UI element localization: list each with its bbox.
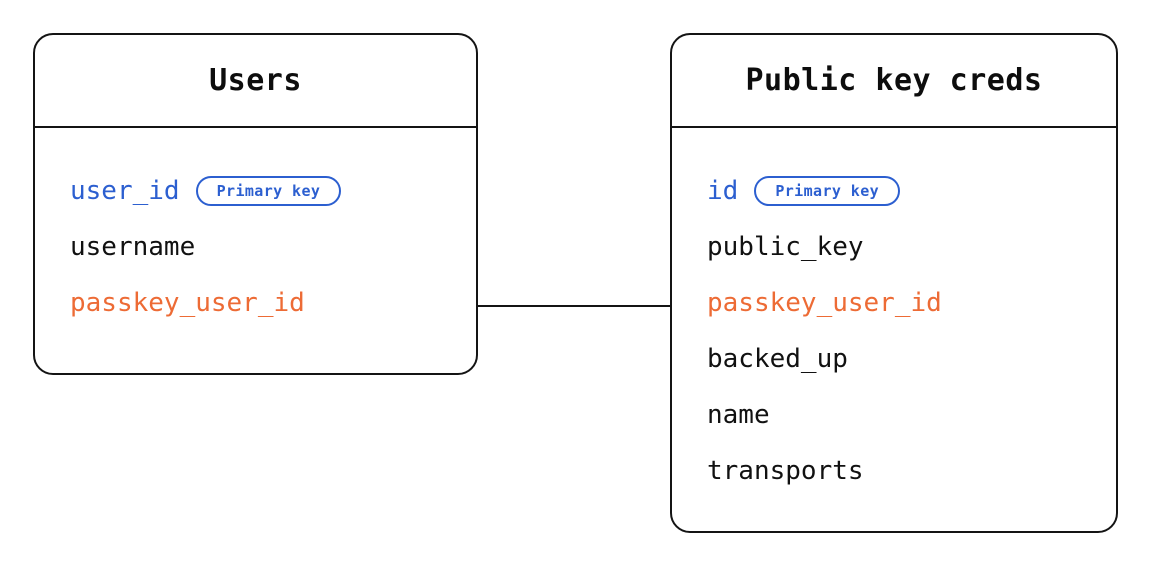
field-row-transports[interactable]: transports <box>707 443 1116 499</box>
field-row-passkey-user-id[interactable]: passkey_user_id <box>707 275 1116 331</box>
field-row-name[interactable]: name <box>707 387 1116 443</box>
entity-public-key-creds[interactable]: Public key creds id Primary key public_k… <box>670 33 1118 533</box>
field-row-user-id[interactable]: user_id Primary key <box>70 163 476 219</box>
entity-public-key-creds-title: Public key creds <box>745 62 1043 98</box>
field-row-username[interactable]: username <box>70 219 476 275</box>
primary-key-badge: Primary key <box>754 176 901 206</box>
entity-users[interactable]: Users user_id Primary key username passk… <box>33 33 478 375</box>
field-row-backed-up[interactable]: backed_up <box>707 331 1116 387</box>
field-name-username: username <box>70 232 196 262</box>
entity-public-key-creds-header: Public key creds <box>672 35 1116 128</box>
field-name-public-key: public_key <box>707 232 864 262</box>
entity-public-key-creds-field-list: id Primary key public_key passkey_user_i… <box>672 128 1116 499</box>
entity-users-field-list: user_id Primary key username passkey_use… <box>35 128 476 331</box>
field-name-passkey-user-id: passkey_user_id <box>707 288 942 318</box>
field-name-transports: transports <box>707 456 864 486</box>
relation-line-passkey-user-id <box>477 305 672 307</box>
entity-users-header: Users <box>35 35 476 128</box>
primary-key-badge: Primary key <box>195 176 342 206</box>
entity-users-title: Users <box>209 62 302 98</box>
field-name-id: id <box>707 176 739 206</box>
field-name-name: name <box>707 400 770 430</box>
field-row-public-key[interactable]: public_key <box>707 219 1116 275</box>
primary-key-badge-label: Primary key <box>775 181 880 200</box>
field-row-passkey-user-id[interactable]: passkey_user_id <box>70 275 476 331</box>
field-name-user-id: user_id <box>70 176 180 206</box>
field-name-passkey-user-id: passkey_user_id <box>70 288 305 318</box>
field-name-backed-up: backed_up <box>707 344 848 374</box>
primary-key-badge-label: Primary key <box>216 181 321 200</box>
field-row-id[interactable]: id Primary key <box>707 163 1116 219</box>
